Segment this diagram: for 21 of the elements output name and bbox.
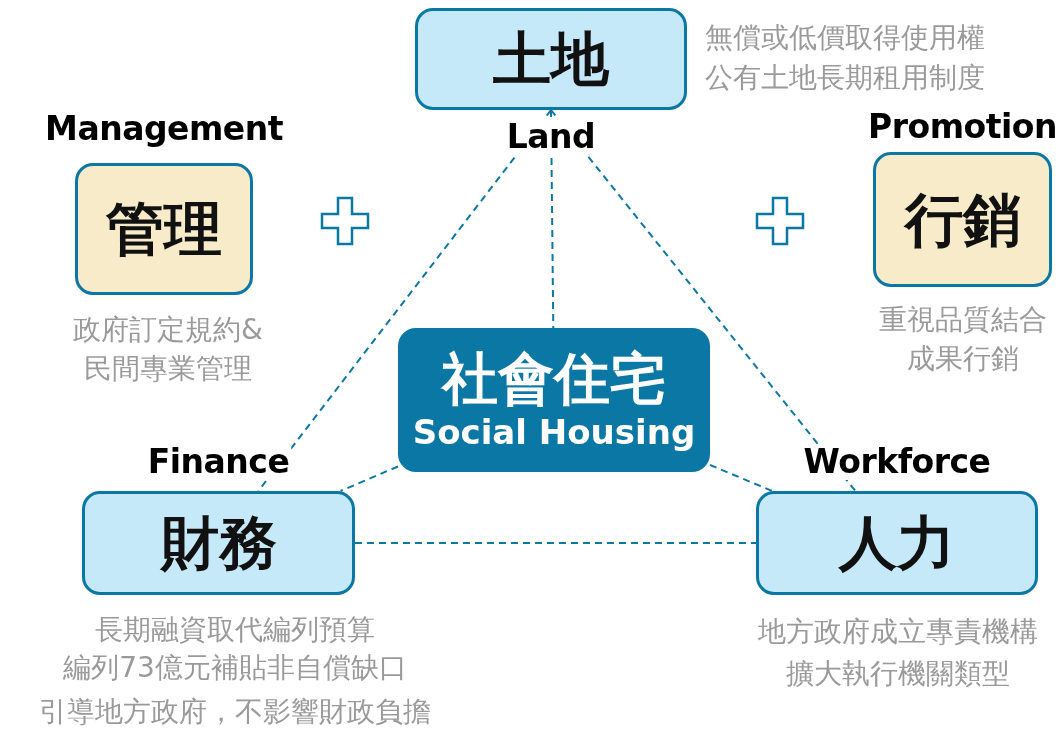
description-text: 擴大執行機關類型 [784,656,1011,692]
description-text: 政府訂定規約&民間專業管理 [72,312,264,388]
description-text: 編列73億元補貼非自償缺口 [62,650,408,686]
social-housing-box [398,328,710,472]
description-text: 地方政府成立專責機構 [756,614,1039,650]
connector-line [709,464,774,492]
box-label: 土地 [493,30,609,88]
description-text: 公有土地長期租用制度 [705,60,986,96]
box-title: 社會住宅 [442,347,666,412]
box-label: 財務 [160,514,277,572]
connector-line [339,465,399,492]
description-text: 無償或低價取得使用權 [705,20,986,56]
description-text: 長期融資取代編列預算 [94,612,376,648]
heading-label: Workforce [801,444,993,481]
box-label: 管理 [106,200,222,258]
box-label: 人力 [839,514,955,572]
box-label: 行銷 [904,190,1021,249]
description-text: 重視品質結合成果行銷 [878,302,1048,378]
connector-line [354,542,757,544]
box-subtitle: Social Housing [412,411,696,453]
description-text: 引導地方政府，不影響財政負擔 [38,694,432,730]
